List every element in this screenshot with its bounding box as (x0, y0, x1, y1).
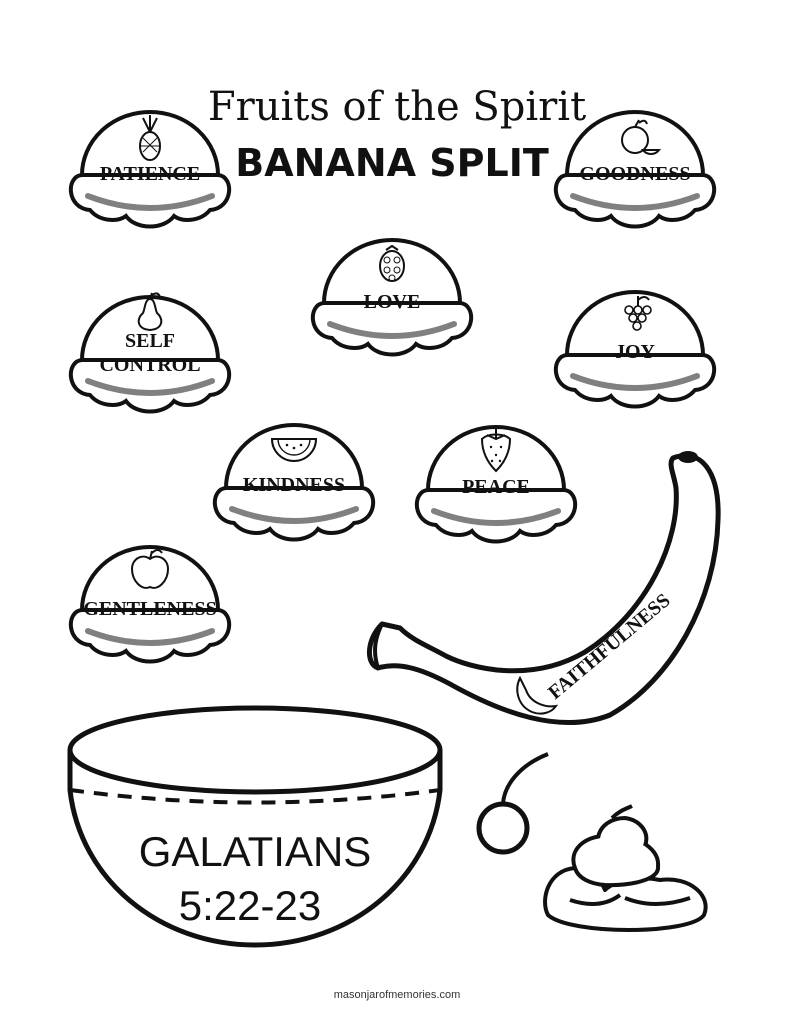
page-title: Fruits of the Spirit (208, 84, 586, 130)
scoop-self-control: SELF CONTROL (68, 292, 232, 414)
bowl-line2: 5:22-23 (179, 882, 321, 929)
orange-icon (621, 119, 662, 155)
apple-icon (130, 549, 170, 589)
scoop-label-goodness: GOODNESS (579, 163, 690, 185)
scoop-kindness: KINDNESS (212, 423, 376, 542)
whipped-cream-icon (543, 804, 708, 932)
scoop-goodness: GOODNESS (553, 110, 717, 229)
scoop-peace: PEACE (414, 425, 578, 544)
scoop-label-patience: PATIENCE (100, 163, 200, 185)
scoop-label-gentleness: GENTLENESS (83, 598, 216, 620)
scoop-label-joy: JOY (615, 341, 656, 363)
strawberry-icon (480, 427, 512, 473)
footer-website: masonjarofmemories.com (334, 989, 461, 1001)
scoop-label-peace: PEACE (462, 476, 530, 498)
cherry-icon (476, 752, 549, 855)
grapes-icon (624, 296, 652, 331)
page-subtitle: BANANA SPLIT (235, 141, 549, 185)
scoop-gentleness: GENTLENESS (68, 545, 232, 664)
scoop-patience: PATIENCE (68, 110, 232, 229)
scoop-love: LOVE (310, 238, 474, 357)
scoop-joy: JOY (553, 290, 717, 409)
scoop-label-kindness: KINDNESS (243, 474, 345, 496)
raspberry-icon (379, 244, 405, 282)
pineapple-icon (139, 115, 161, 161)
watermelon-icon (270, 438, 318, 462)
scoop-label-control: CONTROL (99, 354, 200, 376)
pear-icon (137, 292, 163, 332)
bowl-line1: GALATIANS (139, 828, 372, 875)
bowl: GALATIANS 5:22-23 (67, 705, 443, 948)
scoop-label-love: LOVE (364, 291, 421, 313)
banana-icon (516, 675, 559, 715)
scoop-label-self: SELF (125, 330, 175, 352)
